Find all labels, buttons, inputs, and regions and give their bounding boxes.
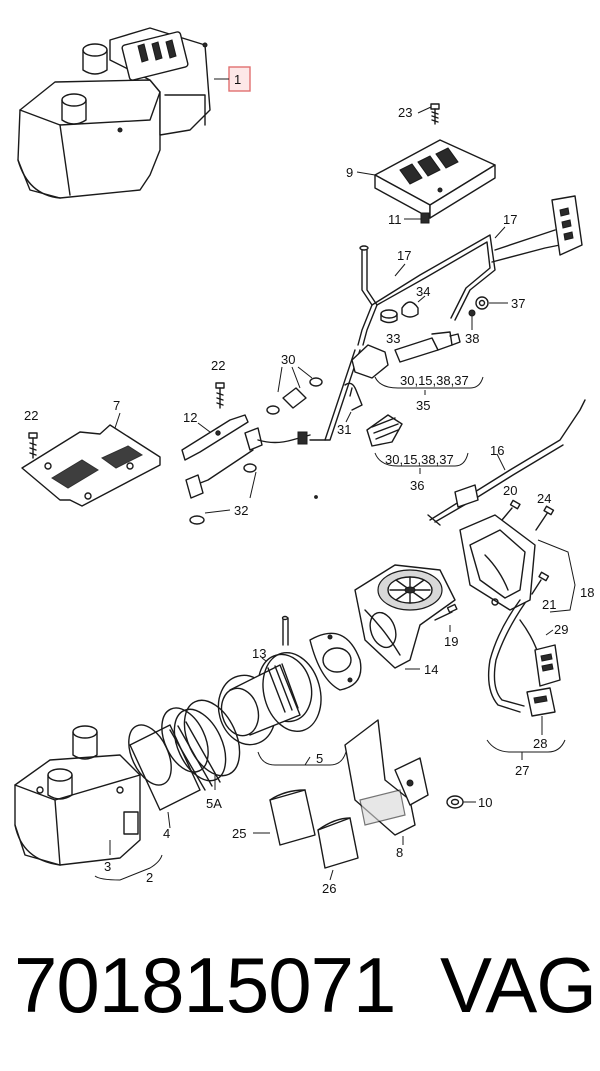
blower-part-14[interactable]: [354, 564, 456, 669]
washer-part-38[interactable]: [468, 309, 476, 317]
clip-part-31[interactable]: [344, 382, 363, 411]
blower-housing-part-18[interactable]: [459, 514, 536, 611]
callout-7[interactable]: 7: [113, 398, 120, 413]
grommet-part-34[interactable]: [401, 301, 419, 318]
heat-exchanger-part-4[interactable]: [120, 701, 236, 811]
callout-33[interactable]: 33: [386, 331, 400, 346]
callout-21[interactable]: 21: [542, 597, 556, 612]
callout-35-set: 30,15,38,37: [400, 373, 469, 388]
callout-35[interactable]: 35: [416, 398, 430, 413]
combustion-chamber-part-5[interactable]: [211, 632, 362, 751]
heater-assembly-part-1[interactable]: [17, 27, 211, 199]
callout-8[interactable]: 8: [396, 845, 403, 860]
callout-32[interactable]: 32: [234, 503, 248, 518]
callout-38[interactable]: 38: [465, 331, 479, 346]
callout-20[interactable]: 20: [503, 483, 517, 498]
callout-22-upper[interactable]: 22: [211, 358, 225, 373]
callout-29[interactable]: 29: [554, 622, 568, 637]
callout-10[interactable]: 10: [478, 795, 492, 810]
screw-part-21[interactable]: [531, 571, 550, 595]
callout-5a[interactable]: 5A: [206, 796, 222, 811]
callout-26[interactable]: 26: [322, 881, 336, 896]
exploded-parts-diagram: 1 9 23 11 17 17: [14, 27, 594, 896]
callout-19[interactable]: 19: [444, 634, 458, 649]
footer: 701815071 VAG: [0, 935, 600, 1045]
callout-2[interactable]: 2: [146, 870, 153, 885]
seal-ring-part-5a[interactable]: [173, 692, 250, 785]
callout-23[interactable]: 23: [398, 105, 412, 120]
callout-1[interactable]: 1: [234, 72, 241, 87]
callout-24[interactable]: 24: [537, 491, 551, 506]
heater-housing-part-3[interactable]: [14, 725, 141, 866]
callout-12[interactable]: 12: [183, 410, 197, 425]
screw-part-20[interactable]: [501, 499, 521, 521]
callout-11[interactable]: 11: [388, 212, 402, 227]
fitting-assembly-part-35[interactable]: [351, 331, 461, 379]
control-unit-part-9[interactable]: [374, 139, 496, 219]
screw-part-22-upper[interactable]: [215, 382, 225, 409]
callout-17-upper[interactable]: 17: [397, 248, 411, 263]
callout-9[interactable]: 9: [346, 165, 353, 180]
harness-connector[interactable]: [551, 195, 583, 256]
callout-3[interactable]: 3: [104, 859, 111, 874]
sensor-cable[interactable]: [185, 427, 311, 499]
callout-36-set: 30,15,38,37: [385, 452, 454, 467]
callout-27[interactable]: 27: [515, 763, 529, 778]
shell-part-26[interactable]: [317, 817, 359, 869]
bracket-part-12[interactable]: [181, 414, 249, 461]
bracket-part-8[interactable]: [344, 719, 429, 836]
callout-22-lower[interactable]: 22: [24, 408, 38, 423]
callout-25[interactable]: 25: [232, 826, 246, 841]
callout-37[interactable]: 37: [511, 296, 525, 311]
seal-kit-part-30[interactable]: [266, 377, 323, 415]
part-number: 701815071: [14, 941, 396, 1029]
clip-part-11[interactable]: [420, 212, 430, 224]
connector-part-29[interactable]: [534, 644, 561, 687]
mounting-plate-part-7[interactable]: [21, 424, 161, 507]
callout-17-right[interactable]: 17: [503, 212, 517, 227]
callout-14[interactable]: 14: [424, 662, 438, 677]
callout-28[interactable]: 28: [533, 736, 547, 751]
fitting-assembly-part-36[interactable]: [366, 414, 403, 447]
flame-tube-part-13[interactable]: [281, 615, 289, 646]
screw-part-22-lower[interactable]: [28, 432, 38, 459]
washer-part-32[interactable]: [189, 463, 257, 525]
callout-31[interactable]: 31: [337, 422, 351, 437]
callout-16[interactable]: 16: [490, 443, 504, 458]
screw-part-19[interactable]: [434, 603, 458, 621]
detail-dot: [314, 495, 318, 499]
fuel-line-part-17[interactable]: [309, 229, 561, 441]
brand-name: VAG: [440, 941, 597, 1029]
callout-30[interactable]: 30: [281, 352, 295, 367]
callout-34[interactable]: 34: [416, 284, 430, 299]
nut-part-37[interactable]: [475, 296, 489, 310]
callout-5[interactable]: 5: [316, 751, 323, 766]
grommet-part-10[interactable]: [446, 795, 464, 809]
callout-18[interactable]: 18: [580, 585, 594, 600]
screw-part-23[interactable]: [430, 103, 440, 125]
callout-13[interactable]: 13: [252, 646, 266, 661]
shell-part-25[interactable]: [269, 789, 316, 846]
glow-plug-part-16[interactable]: [427, 399, 586, 526]
connector-part-28[interactable]: [526, 687, 556, 717]
cap-part-33[interactable]: [380, 309, 398, 324]
callout-4[interactable]: 4: [163, 826, 170, 841]
callout-36[interactable]: 36: [410, 478, 424, 493]
screw-part-24[interactable]: [535, 505, 555, 531]
